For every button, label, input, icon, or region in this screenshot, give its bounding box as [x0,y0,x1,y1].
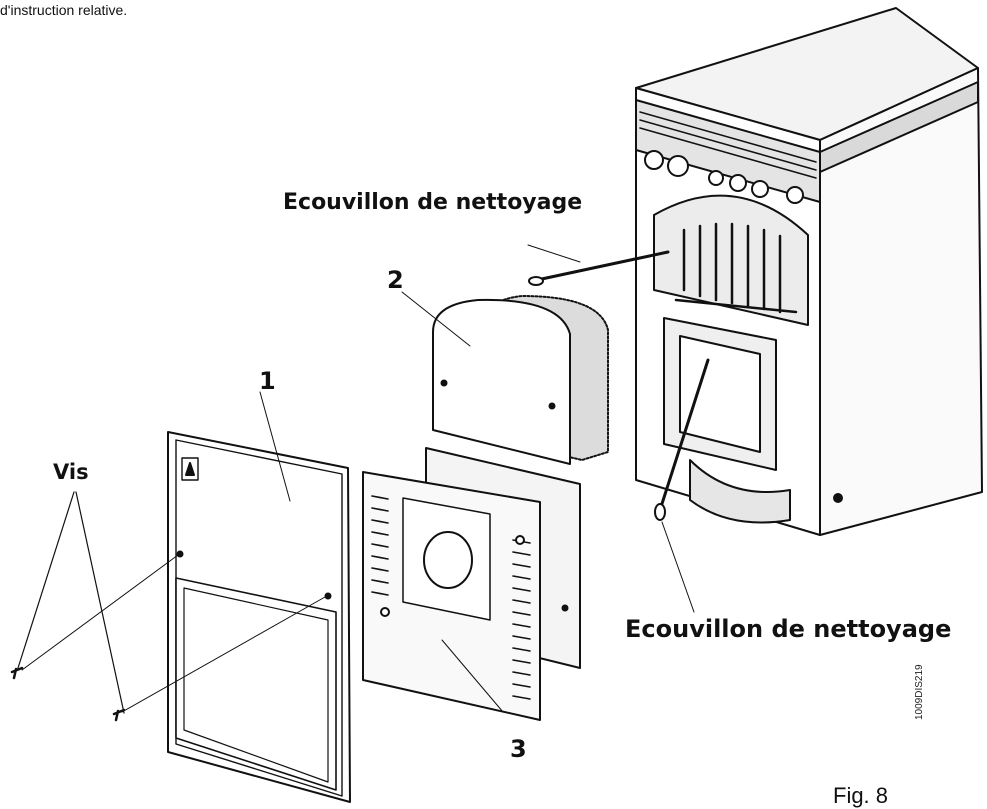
cleaning-brush-upper [527,244,670,286]
front-door-part-1 [167,391,351,803]
screws [10,491,326,722]
control-knob [708,170,724,186]
label-cleaning-brush-upper: Ecouvillon de nettoyage [283,190,583,215]
figure-label: Fig. 8 [833,783,889,808]
label-cleaning-brush-lower: Ecouvillon de nettoyage [625,615,952,643]
cleaning-brush-lower [654,358,710,613]
control-knob [786,186,804,204]
screw-icon [112,708,126,722]
boiler-side-panel [819,67,983,536]
part-number-2: 2 [387,266,404,294]
control-knob [644,150,664,170]
boiler-unit [635,7,983,536]
burner-plate-part-3 [362,471,541,721]
screw-icon [10,666,24,680]
drawing-reference: 1009DIS219 [914,664,925,720]
insulation-plate-part-2 [401,291,609,465]
burner-base [689,459,791,524]
heat-exchanger-fins [674,222,798,314]
ventilation-slots [371,495,531,700]
part-number-3: 3 [510,735,527,763]
control-knob [751,180,769,198]
part-number-1: 1 [259,367,276,395]
top-caption-text: d'instruction relative. [0,2,128,18]
control-knob [729,174,747,192]
control-panel-strip [635,99,821,203]
label-screws: Vis [53,460,89,484]
